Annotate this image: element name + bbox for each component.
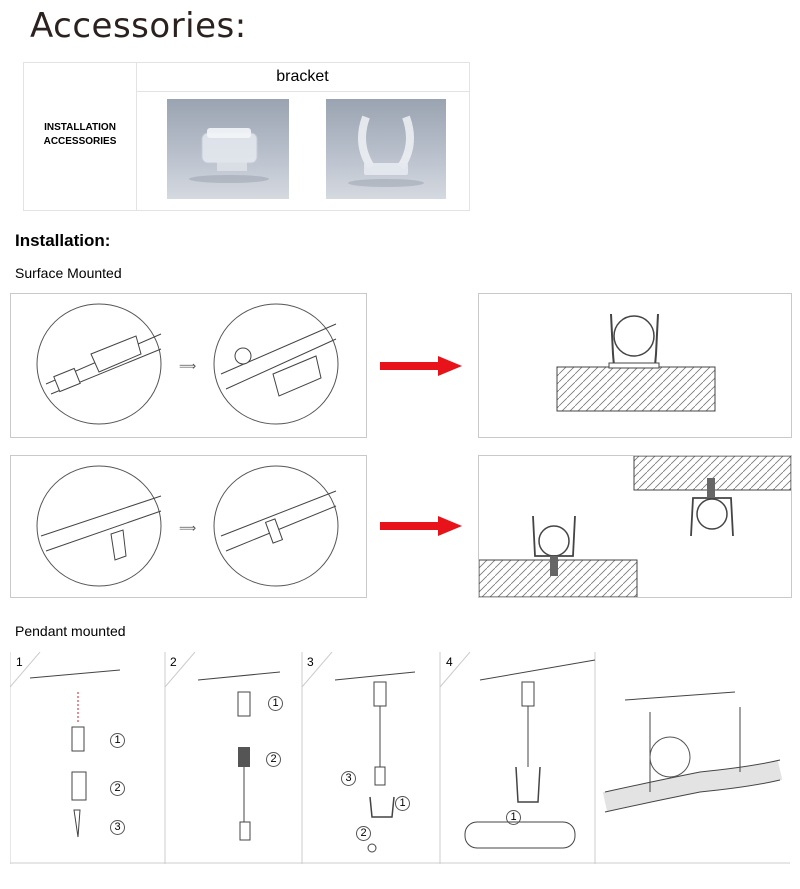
arrow-right-icon [380, 516, 462, 536]
surface-result-panel-1 [478, 293, 792, 438]
callout-s3-2: 2 [356, 826, 371, 841]
step-number-3: 3 [307, 655, 314, 669]
surface-step-panel-1: ⟹ [10, 293, 367, 438]
column-header: bracket [136, 63, 469, 92]
callout-s3-3: 3 [341, 771, 356, 786]
callout-s1-2: 2 [110, 781, 125, 796]
page-title: Accessories: [30, 6, 247, 46]
pendant-mounted-title: Pendant mounted [15, 623, 126, 639]
surface-result-panel-2 [478, 455, 792, 598]
row-label-cell: INSTALLATION ACCESSORIES [24, 63, 137, 210]
callout-s2-1: 1 [268, 696, 283, 711]
bracket-photo-side [167, 99, 289, 199]
surface-step-panel-2: ⟹ [10, 455, 367, 598]
step-number-4: 4 [446, 655, 453, 669]
callout-s4-1: 1 [506, 810, 521, 825]
accessories-table: INSTALLATION ACCESSORIES bracket [23, 62, 470, 211]
callout-s2-2: 2 [266, 752, 281, 767]
svg-text:⟹: ⟹ [179, 521, 196, 535]
callout-s1-1: 1 [110, 733, 125, 748]
svg-text:⟹: ⟹ [179, 359, 196, 373]
row-label: INSTALLATION ACCESSORIES [43, 122, 117, 147]
step-number-1: 1 [16, 655, 23, 669]
callout-s1-3: 3 [110, 820, 125, 835]
step-number-2: 2 [170, 655, 177, 669]
surface-mounted-title: Surface Mounted [15, 265, 122, 281]
callout-s3-1: 1 [395, 796, 410, 811]
bracket-photo-front [326, 99, 446, 199]
installation-heading: Installation: [15, 231, 111, 250]
arrow-right-icon [380, 356, 462, 376]
pendant-steps-strip [10, 652, 790, 864]
